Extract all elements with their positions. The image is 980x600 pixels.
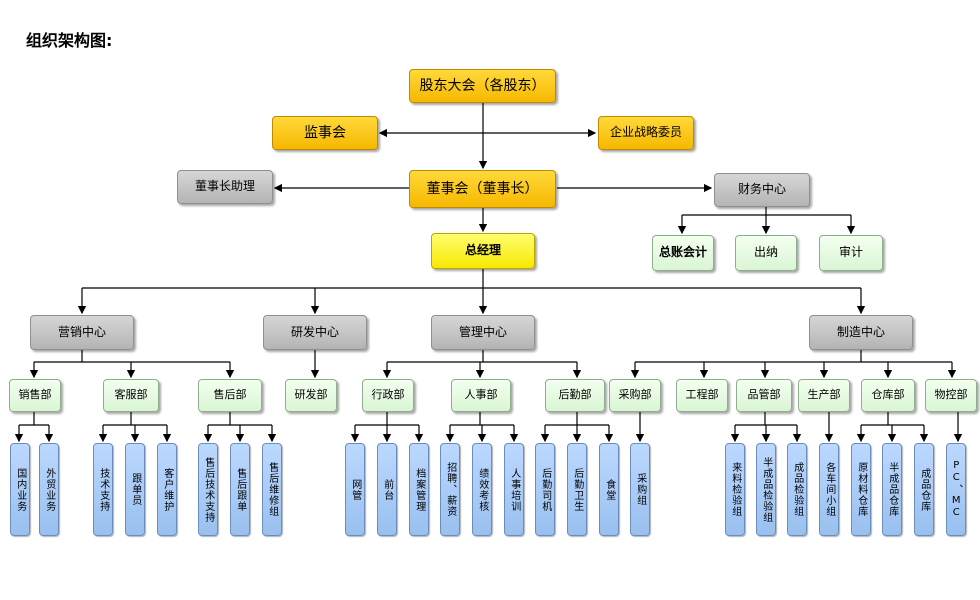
- finance-unit-node: 出纳: [735, 235, 797, 271]
- department-node: 售后部: [198, 379, 262, 412]
- supervisory-board-node: 监事会: [272, 116, 378, 150]
- unit-node: 来料检验组: [725, 443, 745, 536]
- board-chairman-node: 董事会（董事长）: [409, 170, 556, 208]
- department-node: 品管部: [736, 379, 792, 412]
- unit-node: 半成品仓库: [882, 443, 902, 536]
- unit-node: 售后维修组: [262, 443, 282, 536]
- unit-node: 采购组: [630, 443, 650, 536]
- department-node: 工程部: [676, 379, 728, 412]
- department-node: 研发部: [285, 379, 337, 412]
- unit-node: 外贸业务: [39, 443, 59, 536]
- unit-node: 原材料仓库: [851, 443, 871, 536]
- unit-node: 成品仓库: [914, 443, 934, 536]
- department-node: 物控部: [925, 379, 977, 412]
- unit-node: 售后技术支持: [198, 443, 218, 536]
- unit-node: 后勤卫生: [567, 443, 587, 536]
- unit-node: 成品检验组: [787, 443, 807, 536]
- department-node: 仓库部: [861, 379, 915, 412]
- unit-node: PC、MC: [946, 443, 966, 536]
- unit-node: 半成品检验组: [756, 443, 776, 536]
- shareholders-meeting-node: 股东大会（各股东）: [409, 69, 556, 103]
- department-node: 人事部: [451, 379, 511, 412]
- page-title: 组织架构图:: [26, 31, 113, 50]
- unit-node: 技术支持: [93, 443, 113, 536]
- unit-node: 食堂: [599, 443, 619, 536]
- unit-node: 前台: [377, 443, 397, 536]
- department-node: 后勤部: [545, 379, 605, 412]
- unit-node: 国内业务: [10, 443, 30, 536]
- department-node: 客服部: [103, 379, 159, 412]
- department-node: 生产部: [798, 379, 850, 412]
- unit-node: 售后跟单: [230, 443, 250, 536]
- unit-node: 人事培训: [504, 443, 524, 536]
- center-node: 营销中心: [30, 315, 134, 350]
- center-node: 制造中心: [809, 315, 913, 350]
- center-node: 管理中心: [431, 315, 535, 350]
- unit-node: 招聘、薪资: [440, 443, 460, 536]
- unit-node: 跟单员: [125, 443, 145, 536]
- finance-center-node: 财务中心: [714, 173, 810, 207]
- finance-unit-node: 总账会计: [652, 235, 714, 271]
- unit-node: 后勤司机: [535, 443, 555, 536]
- finance-unit-node: 审计: [819, 235, 883, 271]
- department-node: 采购部: [609, 379, 661, 412]
- unit-node: 档案管理: [409, 443, 429, 536]
- strategy-committee-node: 企业战略委员: [598, 116, 694, 150]
- department-node: 销售部: [9, 379, 61, 412]
- department-node: 行政部: [362, 379, 414, 412]
- center-node: 研发中心: [263, 315, 367, 350]
- general-manager-node: 总经理: [431, 233, 535, 269]
- unit-node: 客户维护: [157, 443, 177, 536]
- chairman-assistant-node: 董事长助理: [177, 170, 273, 204]
- unit-node: 绩效考核: [472, 443, 492, 536]
- unit-node: 网管: [345, 443, 365, 536]
- unit-node: 各车间小组: [819, 443, 839, 536]
